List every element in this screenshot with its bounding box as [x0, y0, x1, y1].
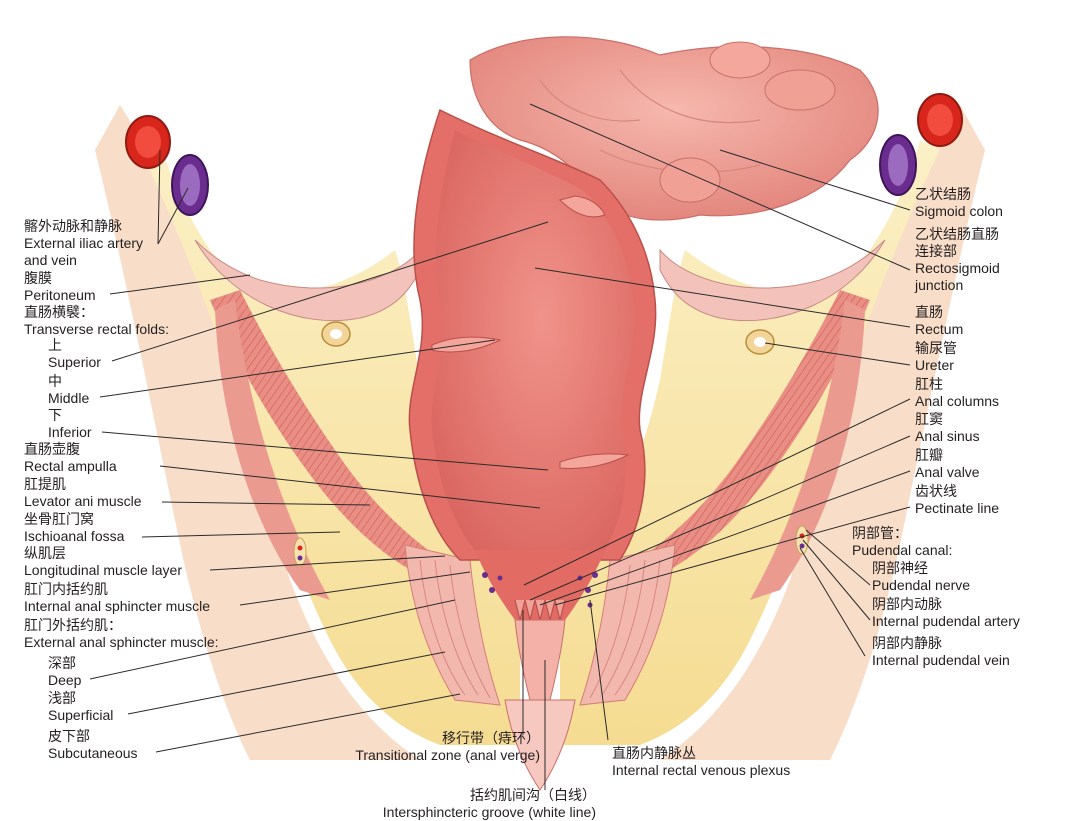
label-pectinate-line: 齿状线 Pectinate line: [915, 483, 1000, 516]
label-ureter: 输尿管 Ureter: [915, 340, 957, 373]
sigmoid-colon: [469, 36, 879, 221]
pelvic-wall: [95, 105, 985, 760]
label-internal-rectal-venous-plexus: 直肠内静脉丛 Internal rectal venous plexus: [612, 745, 791, 778]
label-internal-pudendal-artery: 阴部内动脉 Internal pudendal artery: [872, 596, 1020, 629]
label-anal-columns: 肛柱 Anal columns: [915, 376, 1000, 409]
label-rectum: 直肠 Rectum: [915, 304, 964, 337]
label-middle: 中 Middle: [48, 373, 90, 406]
leader-lines: [89, 103, 911, 790]
label-external-iliac-artery-and-vein: 髂外动脉和静脉 External iliac artery and vein: [24, 218, 144, 268]
label-superficial: 浅部 Superficial: [48, 690, 114, 723]
label-pudendal-canal: 阴部管： Pudendal canal:: [852, 525, 953, 558]
label-anal-sinus: 肛窦 Anal sinus: [915, 411, 980, 444]
label-rectal-ampulla: 直肠壶腹 Rectal ampulla: [24, 441, 117, 474]
ureter: [321, 321, 775, 355]
label-peritoneum: 腹膜 Peritoneum: [24, 270, 96, 303]
label-rectosigmoid-junction: 乙状结肠直肠 连接部 Rectosigmoid junction: [915, 226, 1000, 293]
label-ischioanal-fossa: 坐骨肛门窝 Ischioanal fossa: [24, 511, 125, 544]
levator-ani-muscle: [210, 290, 870, 600]
label-longitudinal-muscle-layer: 纵肌层 Longitudinal muscle layer: [24, 545, 182, 578]
pudendal-canal: [293, 525, 809, 567]
label-internal-anal-sphincter-muscle: 肛门内括约肌 Internal anal sphincter muscle: [24, 581, 210, 614]
label-sigmoid-colon: 乙状结肠 Sigmoid colon: [915, 186, 1003, 219]
label-superior: 上 Superior: [48, 337, 101, 370]
label-deep: 深部 Deep: [48, 655, 82, 688]
label-anal-valve: 肛瓣 Anal valve: [915, 447, 980, 480]
label-levator-ani-muscle: 肛提肌 Levator ani muscle: [24, 476, 142, 509]
label-transitional-zone: 移行带（痔环） Transitional zone (anal verge): [355, 730, 540, 763]
label-subcutaneous: 皮下部 Subcutaneous: [48, 728, 138, 761]
external-anal-sphincter: [404, 544, 676, 706]
label-external-anal-sphincter-muscle: 肛门外括约肌： External anal sphincter muscle:: [24, 617, 219, 650]
label-inferior: 下 Inferior: [48, 407, 92, 440]
label-transverse-rectal-folds: 直肠横襞： Transverse rectal folds:: [24, 304, 169, 337]
label-internal-pudendal-vein: 阴部内静脉 Internal pudendal vein: [872, 635, 1010, 668]
rectum: [408, 108, 657, 561]
label-pudendal-nerve: 阴部神经 Pudendal nerve: [872, 560, 971, 593]
external-iliac-artery-and-vein: [125, 93, 963, 216]
